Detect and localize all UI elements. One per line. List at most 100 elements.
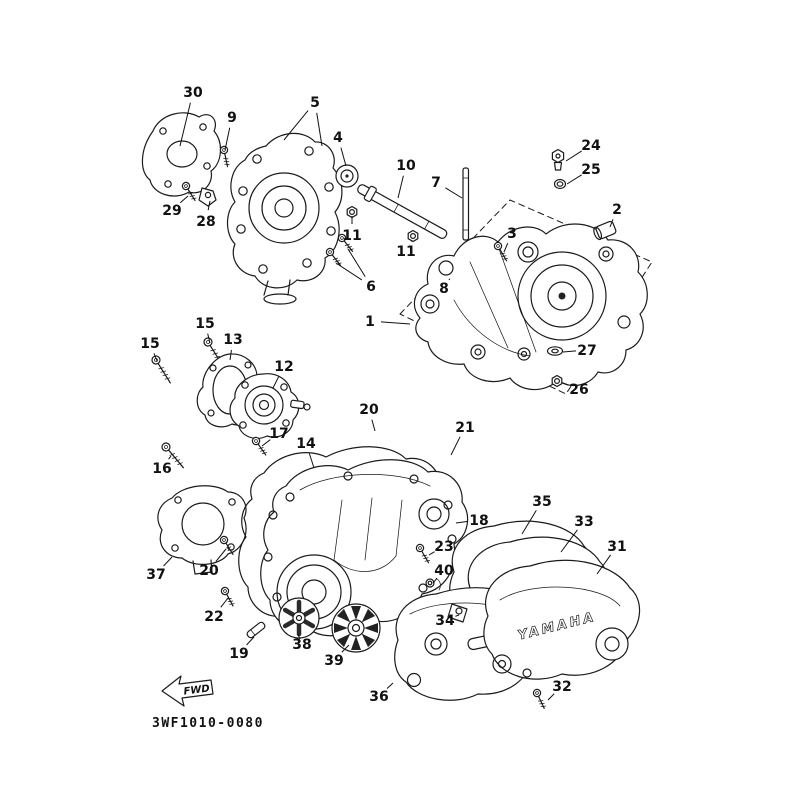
part-label-19: 19 xyxy=(229,636,255,662)
part-label-9: 9 xyxy=(224,110,237,151)
part-11-nut xyxy=(346,205,358,219)
part-10-shaft xyxy=(357,184,448,239)
part-34-holder xyxy=(447,603,468,623)
svg-text:38: 38 xyxy=(292,637,311,653)
svg-text:18: 18 xyxy=(469,513,488,529)
part-label-38: 38 xyxy=(292,633,312,653)
part-4-bearing xyxy=(335,164,359,188)
svg-text:19: 19 xyxy=(229,646,248,662)
part-label-23: 23 xyxy=(428,539,454,556)
svg-text:14: 14 xyxy=(296,436,316,452)
part-label-40: 40 xyxy=(432,563,454,584)
svg-text:30: 30 xyxy=(183,85,203,101)
part-40-clip xyxy=(425,577,441,591)
part-label-3: 3 xyxy=(503,226,517,253)
part-label-7: 7 xyxy=(431,175,463,199)
part-5-crankcase-left xyxy=(226,132,343,305)
fwd-arrow: FWD xyxy=(161,675,214,707)
svg-text:15: 15 xyxy=(195,316,214,332)
svg-text:16: 16 xyxy=(152,461,171,477)
part-label-26: 26 xyxy=(562,382,589,398)
part-39-fan xyxy=(331,603,381,653)
part-1-crankcase-right xyxy=(413,223,648,391)
part-label-36: 36 xyxy=(369,682,394,705)
part-7-dowel-rod xyxy=(462,167,470,241)
part-label-10: 10 xyxy=(396,158,416,199)
part-38-impeller xyxy=(278,597,320,639)
svg-text:36: 36 xyxy=(369,689,388,705)
part-label-6: 6 xyxy=(335,248,376,295)
part-label-20: 20 xyxy=(199,548,227,579)
part-label-32: 32 xyxy=(547,679,572,701)
part-label-37: 37 xyxy=(146,556,173,583)
part-30-gasket-plate xyxy=(141,112,221,197)
part-label-34: 34 xyxy=(435,613,460,629)
svg-text:27: 27 xyxy=(577,343,596,359)
part-label-5: 5 xyxy=(283,95,323,147)
svg-text:37: 37 xyxy=(146,567,165,583)
part-label-4: 4 xyxy=(333,130,347,167)
svg-text:13: 13 xyxy=(223,332,242,348)
svg-text:5: 5 xyxy=(310,95,320,111)
svg-text:34: 34 xyxy=(435,613,455,629)
part-11-nut xyxy=(407,229,419,243)
svg-text:15: 15 xyxy=(140,336,159,352)
svg-text:7: 7 xyxy=(431,175,441,191)
svg-text:8: 8 xyxy=(439,281,449,297)
svg-text:21: 21 xyxy=(455,420,474,436)
part-label-15: 15 xyxy=(140,336,160,362)
svg-text:11: 11 xyxy=(342,228,361,244)
svg-text:32: 32 xyxy=(552,679,571,695)
part-37-plate xyxy=(157,485,247,575)
diagram-code: 3WF1010-0080 xyxy=(152,716,264,731)
part-label-14: 14 xyxy=(296,436,316,469)
svg-text:3: 3 xyxy=(507,226,517,242)
svg-text:23: 23 xyxy=(434,539,453,555)
part-12-pump-assembly xyxy=(229,373,311,439)
part-label-22: 22 xyxy=(204,597,229,625)
part-label-18: 18 xyxy=(455,513,489,529)
svg-text:33: 33 xyxy=(574,514,593,530)
part-label-27: 27 xyxy=(562,343,597,359)
part-label-39: 39 xyxy=(324,644,350,669)
part-label-29: 29 xyxy=(162,195,189,219)
svg-text:24: 24 xyxy=(581,138,601,154)
part-24-oil-plug xyxy=(551,148,565,171)
part-label-12: 12 xyxy=(272,359,294,389)
svg-text:4: 4 xyxy=(333,130,343,146)
part-label-21: 21 xyxy=(450,420,475,456)
part-15-screw xyxy=(149,353,175,386)
part-label-24: 24 xyxy=(565,138,601,162)
part-label-20: 20 xyxy=(359,402,379,432)
svg-text:35: 35 xyxy=(532,494,551,510)
part-2-cap xyxy=(593,220,617,241)
svg-text:20: 20 xyxy=(199,563,219,579)
part-label-11: 11 xyxy=(342,216,362,244)
svg-text:25: 25 xyxy=(581,162,600,178)
svg-text:1: 1 xyxy=(365,314,375,330)
svg-text:6: 6 xyxy=(366,279,376,295)
part-label-31: 31 xyxy=(596,539,627,575)
svg-text:26: 26 xyxy=(569,382,588,398)
part-label-2: 2 xyxy=(609,202,622,228)
part-label-17: 17 xyxy=(261,426,289,447)
svg-text:39: 39 xyxy=(324,653,343,669)
part-19-pin xyxy=(246,621,266,639)
svg-text:10: 10 xyxy=(396,158,416,174)
svg-text:2: 2 xyxy=(612,202,622,218)
part-17-bolt xyxy=(250,435,270,458)
part-28-holder xyxy=(198,187,217,207)
part-label-33: 33 xyxy=(560,514,594,553)
part-label-30: 30 xyxy=(179,85,203,147)
part-label-8: 8 xyxy=(439,278,451,297)
part-label-15: 15 xyxy=(195,316,215,344)
part-label-1: 1 xyxy=(365,314,411,330)
part-label-13: 13 xyxy=(223,332,243,361)
svg-text:17: 17 xyxy=(269,426,288,442)
part-label-35: 35 xyxy=(521,494,552,535)
part-label-16: 16 xyxy=(152,455,172,477)
svg-text:28: 28 xyxy=(196,214,215,230)
